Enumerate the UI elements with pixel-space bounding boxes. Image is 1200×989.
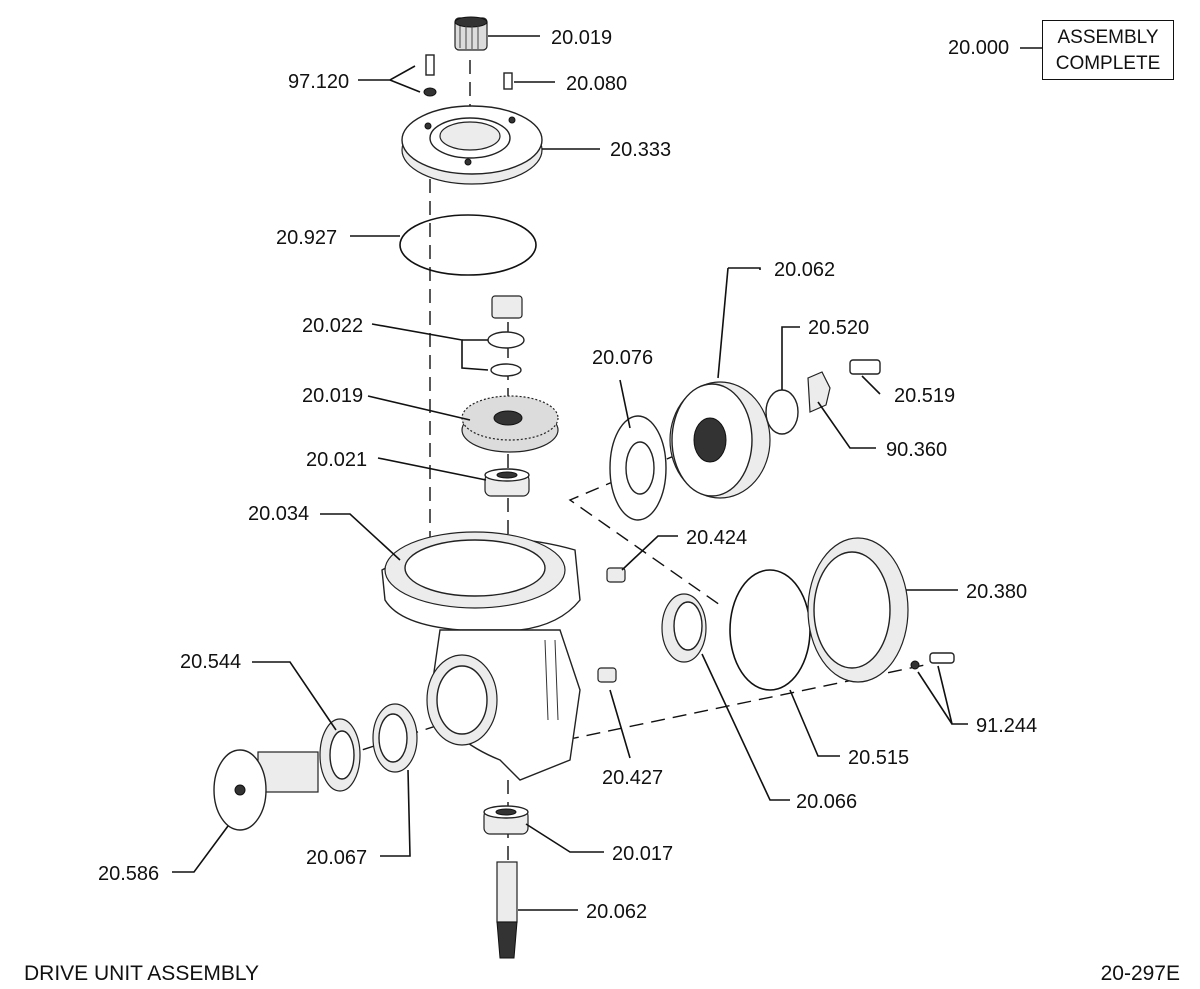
assembly-axis-line — [564, 664, 926, 741]
callout-label: 20.427 — [602, 767, 663, 789]
leader-lines — [172, 35, 1042, 911]
callout-label: 90.360 — [886, 439, 947, 461]
hub-part — [765, 389, 799, 435]
callout-label: 91.244 — [976, 715, 1037, 737]
assembly-number: 20.000 — [948, 37, 1010, 59]
callout-label: 20.022 — [302, 315, 363, 337]
side-cover-part — [807, 537, 909, 683]
taper-bearing-part — [661, 593, 707, 663]
bearing-part — [483, 805, 529, 835]
callout-label: 20.066 — [796, 791, 857, 813]
o-ring-part — [399, 214, 537, 276]
callout-label: 20.519 — [894, 385, 955, 407]
o-ring-part — [729, 569, 811, 691]
taper-bearing-part — [378, 713, 408, 763]
callout-label: 20.019 — [551, 27, 612, 49]
assembly-label-line2: COMPLETE — [1055, 53, 1161, 74]
assembly-complete-box: ASSEMBLY COMPLETE — [1042, 20, 1174, 80]
housing-part — [381, 531, 581, 781]
thrust-washer-part — [625, 441, 655, 495]
callout-label: 20.544 — [180, 651, 241, 673]
plug-part — [597, 667, 617, 683]
cover-flange-part — [401, 105, 543, 185]
callout-label: 20.586 — [98, 863, 159, 885]
bolt-part — [849, 359, 881, 375]
callout-label: 20.080 — [566, 73, 627, 95]
bearing-part — [484, 468, 530, 497]
callout-label: 20.424 — [686, 527, 747, 549]
lock-plate-part — [807, 371, 831, 413]
callout-label: 20.515 — [848, 747, 909, 769]
bevel-gear-part — [669, 381, 771, 499]
spur-gear-part — [461, 395, 559, 453]
diagram-title: DRIVE UNIT ASSEMBLY — [24, 962, 259, 985]
bolt-part — [423, 54, 513, 97]
callout-label: 20.333 — [610, 139, 671, 161]
plug-part — [606, 567, 626, 583]
callout-label: 97.120 — [288, 71, 349, 93]
bolt-part — [929, 652, 955, 664]
pinion-gear-part — [454, 16, 488, 51]
callout-label: 20.076 — [592, 347, 653, 369]
callout-label: 20.034 — [248, 503, 309, 525]
washer-part — [910, 660, 920, 670]
callout-label: 20.017 — [612, 843, 673, 865]
callout-label: 20.019 — [302, 385, 363, 407]
callout-label: 20.927 — [276, 227, 337, 249]
seal-part — [329, 730, 355, 780]
pinion-shaft-part — [496, 861, 518, 959]
nut-washer-part — [487, 295, 525, 377]
flange-yoke-part — [213, 749, 319, 831]
callout-label: 20.380 — [966, 581, 1027, 603]
callout-label: 20.067 — [306, 847, 367, 869]
callout-label: 20.062 — [586, 901, 647, 923]
assembly-label-line1: ASSEMBLY — [1057, 27, 1159, 48]
callout-label: 20.021 — [306, 449, 367, 471]
diagram-code: 20-297E — [1100, 962, 1180, 985]
callout-label: 20.062 — [774, 259, 835, 281]
callout-label: 20.520 — [808, 317, 869, 339]
